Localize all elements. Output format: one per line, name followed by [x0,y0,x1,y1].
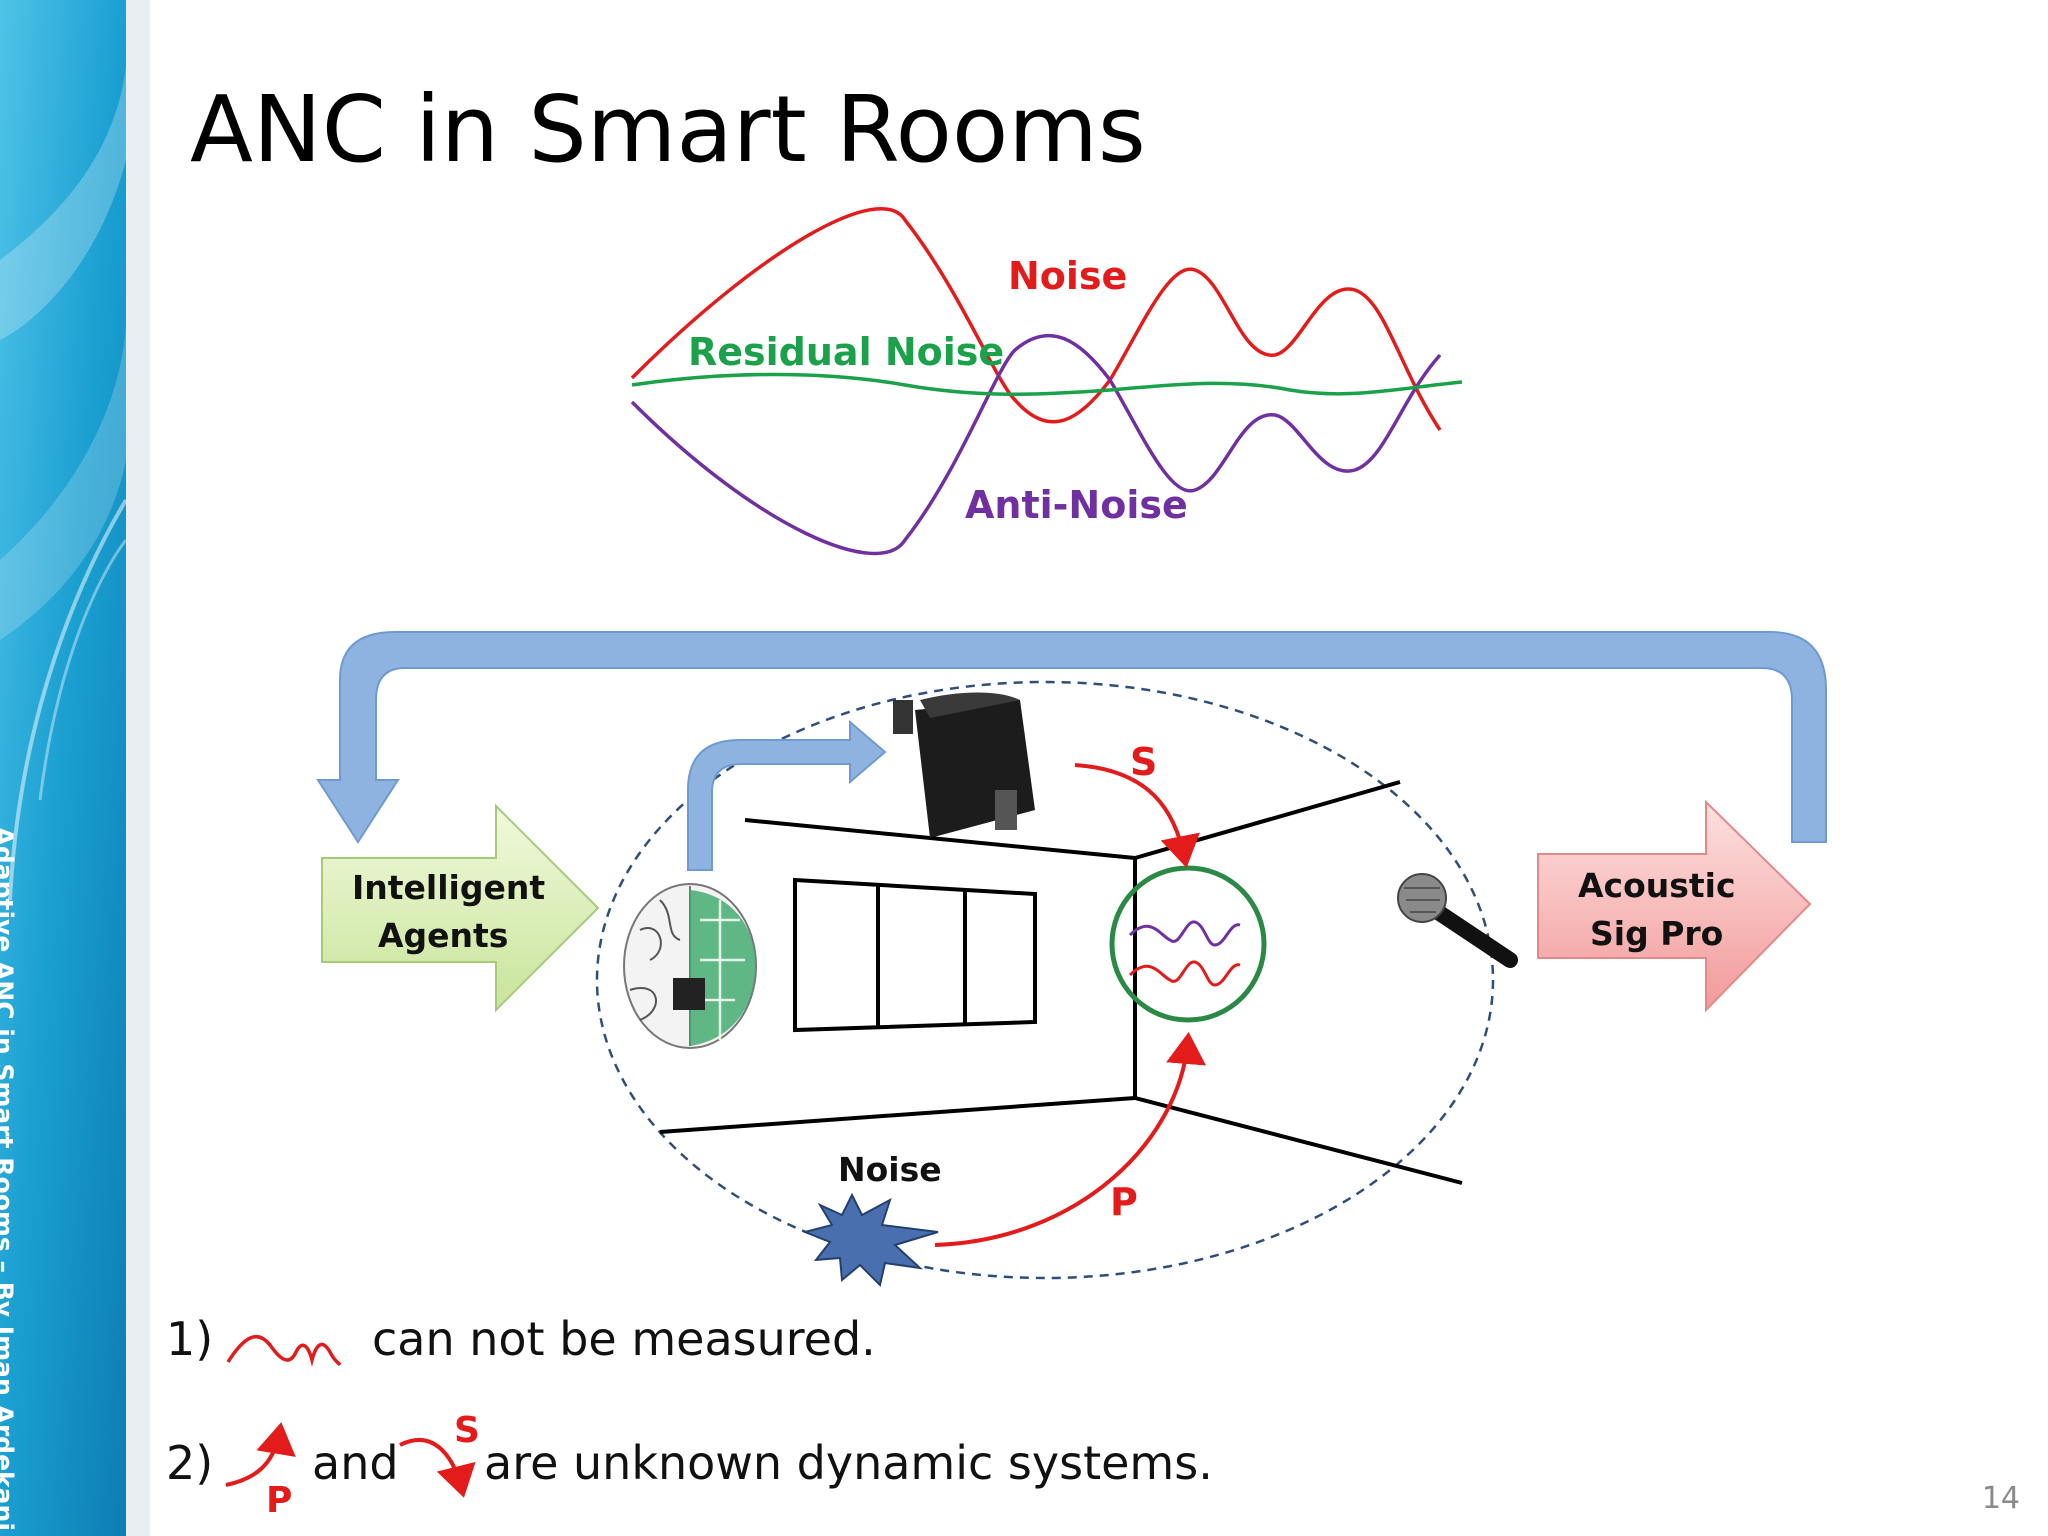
path-s-label: S [1130,740,1158,784]
legend-s-arrow-icon [399,1438,476,1498]
noise-burst-icon [801,1192,939,1287]
speaker-icon [893,692,1035,838]
wave-diagram [630,207,1463,556]
noise-label: Noise [1008,254,1128,298]
noise-source-label: Noise [838,1150,942,1189]
noise-mini-wave [1128,960,1241,987]
note-1-number: 1) [166,1312,214,1366]
page-number: 14 [1981,1481,2020,1516]
note-2-p-label: P [266,1480,293,1521]
intelligent-agents-arrow [321,803,600,1013]
sidebar-decoration [0,0,150,1536]
brain-chip-icon [623,883,757,1049]
acoustic-sig-pro-label-2: Sig Pro [1590,914,1724,953]
residual-noise-label: Residual Noise [688,330,1005,374]
error-sensor-circle [1109,865,1267,1023]
room-walls [659,780,1463,1185]
room-boundary [595,680,1495,1280]
feedback-arrow [316,631,1827,844]
intelligent-agents-label-1: Intelligent [352,868,546,907]
note-2-number: 2) [166,1436,214,1490]
anti-noise-wave [630,333,1442,556]
note-1-text: can not be measured. [372,1312,876,1366]
secondary-path-arrow [1074,763,1200,868]
residual-noise-wave [631,372,1463,397]
slide-title: ANC in Smart Rooms [190,76,1146,183]
note-2-and: and [312,1436,399,1490]
noise-wave [630,207,1442,431]
intelligent-agents-label-2: Agents [378,916,509,955]
control-arrow [687,719,887,871]
anti-noise-label: Anti-Noise [965,483,1188,527]
legend-p-arrow-icon [225,1422,296,1487]
acoustic-sig-pro-label-1: Acoustic [1578,866,1736,905]
path-p-label: P [1110,1180,1138,1224]
microphone-icon [1397,873,1518,968]
note-2-s-label: S [454,1410,480,1451]
legend-noise-wave-icon [226,1334,342,1367]
primary-path-arrow [934,1032,1206,1247]
note-2-text: are unknown dynamic systems. [484,1436,1213,1490]
anti-noise-mini-wave [1128,920,1241,947]
acoustic-sig-pro-arrow [1537,799,1812,1013]
